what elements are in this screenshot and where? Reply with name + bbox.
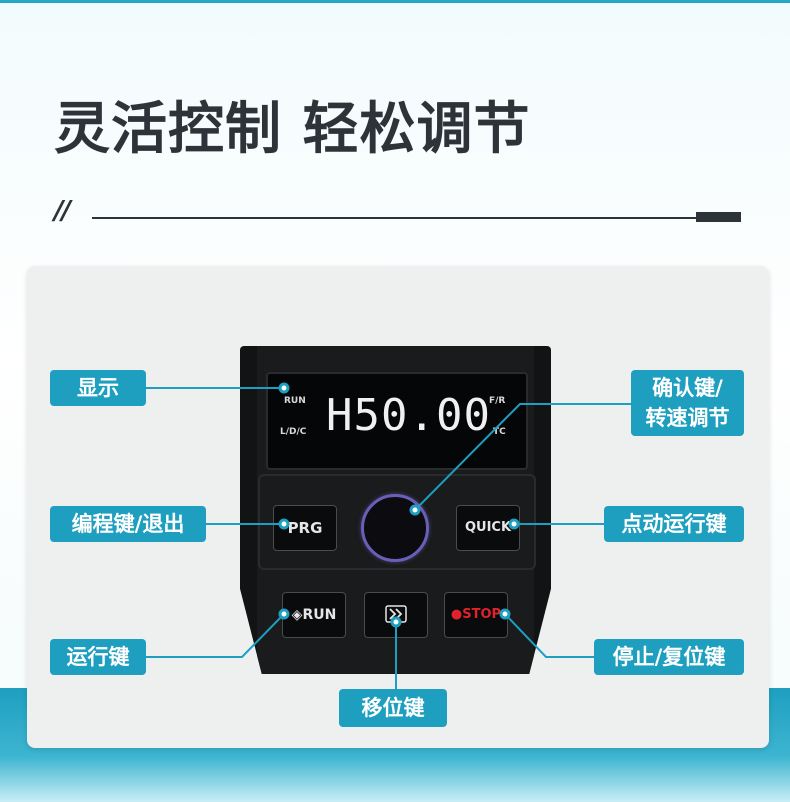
display-marker bbox=[278, 382, 290, 394]
confirm-marker bbox=[409, 504, 421, 516]
callout-confirm-line2: 转速调节 bbox=[645, 406, 730, 430]
confirm-knob[interactable] bbox=[361, 494, 429, 562]
lcd-run-indicator: RUN bbox=[284, 396, 306, 406]
run-button[interactable]: ◈RUN bbox=[282, 592, 346, 638]
callout-shift: 移位键 bbox=[339, 689, 447, 727]
jog-marker bbox=[508, 518, 520, 530]
callout-jog: 点动运行键 bbox=[604, 506, 744, 542]
run-marker bbox=[278, 608, 290, 620]
callout-confirm: 确认键/ 转速调节 bbox=[631, 370, 744, 436]
prg-button-label: PRG bbox=[287, 519, 323, 537]
callout-program: 编程键/退出 bbox=[50, 506, 206, 542]
stop-icon: ● bbox=[450, 607, 463, 622]
lcd-value: H50.00 bbox=[326, 390, 491, 441]
stop-leader bbox=[504, 613, 594, 658]
lcd-fr-indicator: F/R bbox=[489, 396, 506, 406]
top-accent-line bbox=[0, 0, 790, 3]
title-divider bbox=[92, 217, 698, 219]
run-button-label: RUN bbox=[302, 607, 337, 623]
run-leader bbox=[146, 613, 285, 658]
title-slashes: // bbox=[54, 196, 71, 226]
stop-button[interactable]: ●STOP bbox=[444, 592, 508, 638]
callout-confirm-line1: 确认键/ bbox=[652, 376, 723, 400]
keypad-frame bbox=[258, 474, 536, 570]
stop-marker bbox=[499, 608, 511, 620]
title-divider-end bbox=[696, 212, 741, 222]
lcd-tc-indicator: TC bbox=[493, 427, 506, 437]
quick-button-label: QUICK bbox=[464, 520, 512, 535]
confirm-leader bbox=[414, 403, 631, 511]
page-title: 灵活控制 轻松调节 bbox=[54, 97, 531, 162]
stop-button-label: STOP bbox=[462, 607, 502, 622]
shift-marker bbox=[390, 616, 402, 628]
callout-display: 显示 bbox=[50, 370, 146, 406]
run-icon: ◈ bbox=[291, 607, 303, 623]
quick-button[interactable]: QUICK bbox=[456, 505, 520, 551]
program-marker bbox=[278, 518, 290, 530]
callout-stop-reset: 停止/复位键 bbox=[594, 639, 744, 675]
lcd-display: RUN L/D/C H50.00 F/R TC bbox=[266, 372, 528, 470]
lcd-ldc-indicator: L/D/C bbox=[280, 427, 307, 437]
callout-run: 运行键 bbox=[50, 639, 146, 675]
